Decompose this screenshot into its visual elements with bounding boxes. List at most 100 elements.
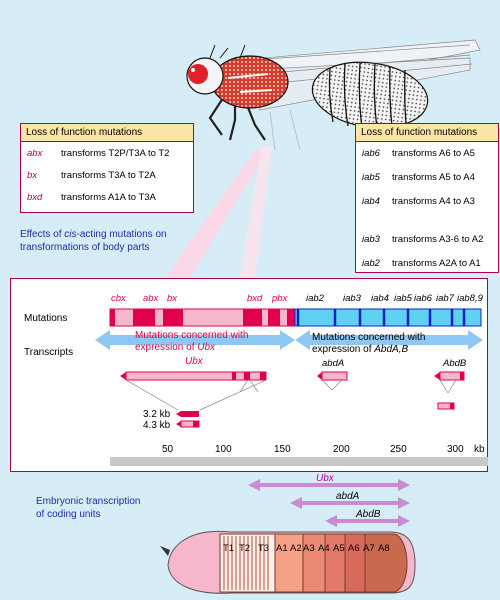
right-box-header: Loss of function mutations [356,124,498,142]
mutation-name: iab6 [414,293,433,304]
segment-label: A4 [318,543,330,554]
right-mutation-box: Loss of function mutations iab6 transfor… [355,123,499,273]
ubx-transcript [120,371,267,393]
mutation-desc: transforms A1A to T3A [61,192,156,203]
mutation-code: iab6 [362,148,380,159]
mutation-name: cbx [111,293,127,304]
abdb-transcript [434,371,465,410]
right-row: iab4 transforms A4 to A3 [356,196,498,210]
scale-ticks: 50 100 150 200 250 300 kb [162,444,485,455]
arrow-abd-region [295,330,483,350]
scale-tick: 150 [274,444,291,455]
mutation-code: iab3 [362,234,380,245]
right-row: iab3 transforms A3-6 to A2 [356,234,498,248]
transcript-abda-label: abdA [322,358,344,369]
embryo-caption: Embryonic transcription of coding units [36,495,140,521]
mutation-name: pbx [271,293,289,304]
mutation-name: bxd [247,293,263,304]
mutation-desc: transforms T3A to T2A [61,170,156,181]
left-mutation-box: Loss of function mutations abx transform… [20,123,194,213]
arrow-abda-transcription [290,497,410,509]
left-box-header: Loss of function mutations [21,124,193,142]
mutation-name: iab5 [394,293,413,304]
transcript-ubx-label: Ubx [185,356,204,367]
embryo-abda-label: abdA [336,491,360,502]
mutation-bar-marks [296,309,466,326]
embryo [160,530,416,594]
arrow-right-text: Mutations concerned with [312,332,425,343]
mutation-code: iab4 [362,196,380,207]
embryo-caption-text: of coding units [36,509,101,520]
mutation-bar-blocks [110,309,295,326]
mutation-desc: transforms A2A to A1 [392,258,481,269]
segment-label: A1 [276,543,288,554]
mutation-name: iab7 [436,293,455,304]
left-row: abx transforms T2P/T3A to T2 [21,148,193,162]
right-row: iab5 transforms A5 to A4 [356,172,498,186]
scale-tick: 50 [162,444,174,455]
mutation-desc: transforms A6 to A5 [392,148,475,159]
segment-label: A7 [363,543,375,554]
mutation-code: bx [27,170,38,181]
segment-label: T1 [223,543,234,554]
right-row: iab6 transforms A6 to A5 [356,148,498,162]
effects-caption-text: transformations of body parts [20,242,150,253]
mutation-desc: transforms A5 to A4 [392,172,475,183]
kb-32-label: 3.2 kb [143,409,171,420]
mutation-names: cbx abx bx bxd pbx iab2 iab3 iab4 iab5 i… [111,293,484,304]
arrow-left-text: Mutations concerned with [135,330,248,341]
mutation-code: iab5 [362,172,380,183]
left-row: bx transforms T3A to T2A [21,170,193,184]
segment-label: A6 [348,543,360,554]
mutation-desc: transforms A3-6 to A2 [392,234,484,245]
embryo-ubx-label: Ubx [316,473,335,484]
segment-label: T2 [239,543,250,554]
mutation-name: iab3 [343,293,362,304]
mutation-name: iab4 [371,293,389,304]
kb-43-label: 4.3 kb [143,420,171,431]
arrow-left-text: expression of Ubx [135,342,216,353]
segment-labels: T1 T2 T3 A1 A2 A3 A4 A5 A6 A7 A8 [223,543,390,554]
segment-label: A5 [333,543,345,554]
mutation-name: iab2 [306,293,325,304]
arrow-ubx-region [95,330,295,350]
mutation-code: bxd [27,192,43,203]
mutation-desc: transforms A4 to A3 [392,196,475,207]
arrow-abdb-transcription [325,515,410,527]
segment-label: A2 [290,543,302,554]
arrow-ubx-transcription [248,479,410,491]
mutation-code: abx [27,148,43,159]
segment-label: T3 [258,543,269,554]
scale-tick: 300 [447,444,464,455]
scale-tick: 200 [333,444,350,455]
left-row: bxd transforms A1A to T3A [21,192,193,206]
effects-caption-text: Effects of [20,229,65,240]
scale-unit: kb [474,444,485,455]
mutation-name: abx [143,293,160,304]
connector-beam [165,150,268,278]
scale-bar [110,457,488,466]
short-transcripts [176,411,200,428]
embryo-caption-text: Embryonic transcription [36,496,141,507]
effects-caption-text: -acting mutations on [76,229,167,240]
effects-caption: Effects of cis-acting mutations on trans… [20,228,167,254]
embryo-abdb-label: AbdB [355,509,381,520]
arrow-right-text: expression of AbdA,B [312,344,409,355]
segment-label: A8 [378,543,390,554]
mutation-desc: transforms T2P/T3A to T2 [61,148,170,159]
segment-label: A3 [303,543,315,554]
abda-transcript [317,371,348,391]
effects-caption-cis: cis [64,229,77,240]
mutations-label: Mutations [24,313,67,324]
mutation-name: iab8,9 [457,293,484,304]
scale-tick: 250 [390,444,407,455]
connector-beam [240,146,272,278]
scale-tick: 100 [215,444,232,455]
mutation-code: iab2 [362,258,380,269]
transcript-abdb-label: AbdB [442,358,467,369]
right-row: iab2 transforms A2A to A1 [356,258,498,272]
mutation-name: bx [167,293,178,304]
transcripts-label: Transcripts [24,347,73,358]
